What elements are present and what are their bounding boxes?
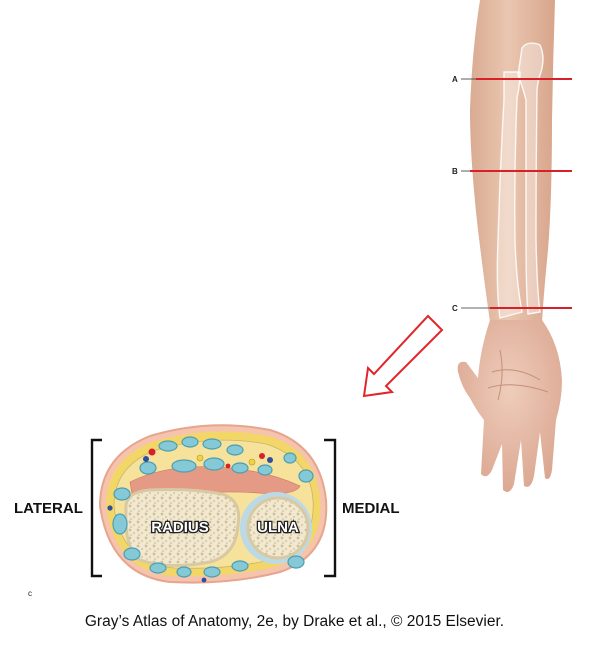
forearm-bones (496, 42, 544, 319)
artery (259, 453, 265, 459)
tendon (226, 444, 244, 456)
left-bracket (90, 438, 102, 578)
tendon (203, 566, 221, 578)
tendon (181, 436, 199, 448)
tendon (298, 469, 314, 483)
palm-crease (487, 384, 549, 393)
ulna-label: ULNA (257, 519, 299, 536)
artery (225, 463, 231, 469)
palm-crease (497, 349, 503, 401)
palm-crease (491, 369, 541, 381)
section-letter-a: A (452, 75, 458, 84)
radius-label: RADIUS (151, 519, 209, 536)
panel-letter: c (28, 589, 32, 598)
section-letter-b: B (452, 167, 458, 176)
artery (148, 448, 156, 456)
tendon (176, 566, 192, 578)
vein (201, 577, 207, 583)
vein (267, 457, 273, 463)
radius-bone (496, 71, 523, 319)
right-bracket (324, 438, 337, 578)
forearm-illustration: A B C (452, 0, 572, 492)
vein (107, 505, 113, 511)
medial-label: MEDIAL (342, 500, 400, 517)
ulna-bone-core (246, 496, 310, 560)
tendons-dorsal (112, 436, 314, 578)
hand-skin (457, 320, 562, 492)
section-letter-c: C (452, 304, 458, 313)
tendon (287, 555, 305, 569)
lateral-label: LATERAL (14, 500, 83, 517)
tendon (283, 452, 297, 464)
tendon (149, 562, 167, 574)
nerve (248, 458, 256, 466)
tendon (231, 462, 249, 474)
figure-caption: Gray’s Atlas of Anatomy, 2e, by Drake et… (84, 613, 505, 630)
tendon (123, 547, 141, 561)
forearm-skin (470, 0, 555, 322)
nerve (196, 454, 204, 462)
tendon (203, 457, 225, 471)
tendon (231, 560, 249, 572)
tendon (113, 487, 131, 501)
tendon (257, 464, 273, 476)
vein (143, 456, 149, 462)
tendon (112, 513, 128, 535)
cross-section: RADIUS ULNA LATERAL MEDIAL c (14, 424, 400, 598)
tendon (171, 459, 197, 473)
tendon (139, 461, 157, 475)
radius-section (124, 488, 241, 568)
direction-arrow (362, 314, 444, 398)
ulna-bone (517, 42, 544, 315)
tendon (202, 438, 222, 450)
tendon (158, 440, 178, 452)
